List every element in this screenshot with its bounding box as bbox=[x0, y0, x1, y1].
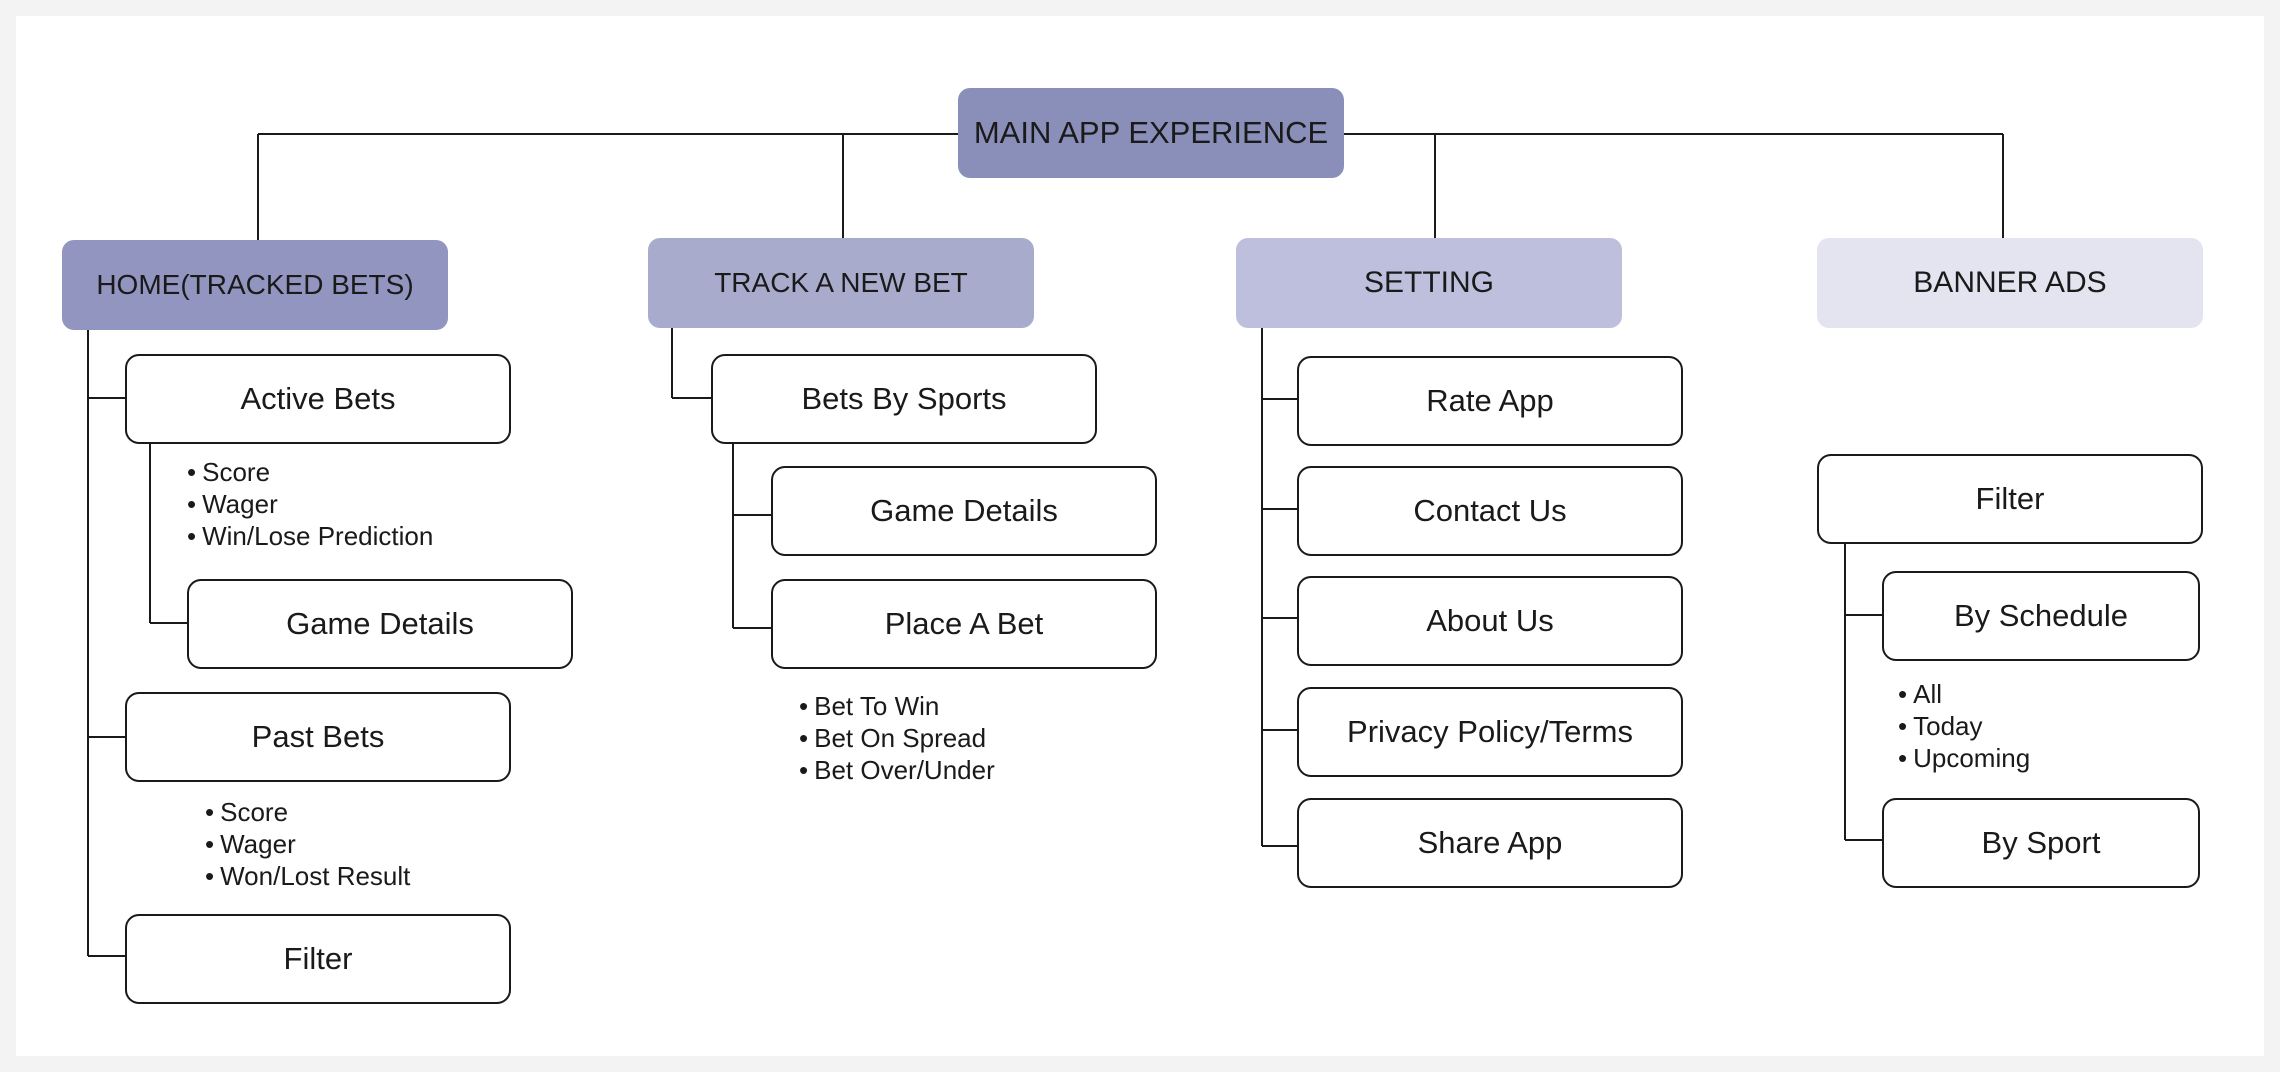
active-bets-bullets: Score Wager Win/Lose Prediction bbox=[187, 456, 433, 552]
list-item: All bbox=[1898, 678, 2030, 710]
list-item: Wager bbox=[187, 488, 433, 520]
contact-us-node: Contact Us bbox=[1297, 466, 1683, 556]
by-sport-node: By Sport bbox=[1882, 798, 2200, 888]
main-app-experience-node: MAIN APP EXPERIENCE bbox=[958, 88, 1344, 178]
list-item: Wager bbox=[205, 828, 410, 860]
past-bets-node: Past Bets bbox=[125, 692, 511, 782]
sitemap-diagram: MAIN APP EXPERIENCE HOME(TRACKED BETS) T… bbox=[16, 16, 2264, 1056]
setting-header: SETTING bbox=[1236, 238, 1622, 328]
home-tracked-bets-header: HOME(TRACKED BETS) bbox=[62, 240, 448, 330]
list-item: Bet On Spread bbox=[799, 722, 995, 754]
connector-lines bbox=[87, 133, 2004, 957]
list-item: Bet To Win bbox=[799, 690, 995, 722]
list-item: Upcoming bbox=[1898, 742, 2030, 774]
active-bets-node: Active Bets bbox=[125, 354, 511, 444]
by-schedule-bullets: All Today Upcoming bbox=[1898, 678, 2030, 774]
past-bets-bullets: Score Wager Won/Lost Result bbox=[205, 796, 410, 892]
list-item: Bet Over/Under bbox=[799, 754, 995, 786]
privacy-policy-terms-node: Privacy Policy/Terms bbox=[1297, 687, 1683, 777]
rate-app-node: Rate App bbox=[1297, 356, 1683, 446]
track-game-details-node: Game Details bbox=[771, 466, 1157, 556]
banner-ads-header: BANNER ADS bbox=[1817, 238, 2203, 328]
banner-filter-node: Filter bbox=[1817, 454, 2203, 544]
list-item: Score bbox=[187, 456, 433, 488]
list-item: Win/Lose Prediction bbox=[187, 520, 433, 552]
home-game-details-node: Game Details bbox=[187, 579, 573, 669]
place-a-bet-node: Place A Bet bbox=[771, 579, 1157, 669]
list-item: Today bbox=[1898, 710, 2030, 742]
by-schedule-node: By Schedule bbox=[1882, 571, 2200, 661]
place-a-bet-bullets: Bet To Win Bet On Spread Bet Over/Under bbox=[799, 690, 995, 786]
share-app-node: Share App bbox=[1297, 798, 1683, 888]
list-item: Score bbox=[205, 796, 410, 828]
home-filter-node: Filter bbox=[125, 914, 511, 1004]
bets-by-sports-node: Bets By Sports bbox=[711, 354, 1097, 444]
about-us-node: About Us bbox=[1297, 576, 1683, 666]
list-item: Won/Lost Result bbox=[205, 860, 410, 892]
track-a-new-bet-header: TRACK A NEW BET bbox=[648, 238, 1034, 328]
